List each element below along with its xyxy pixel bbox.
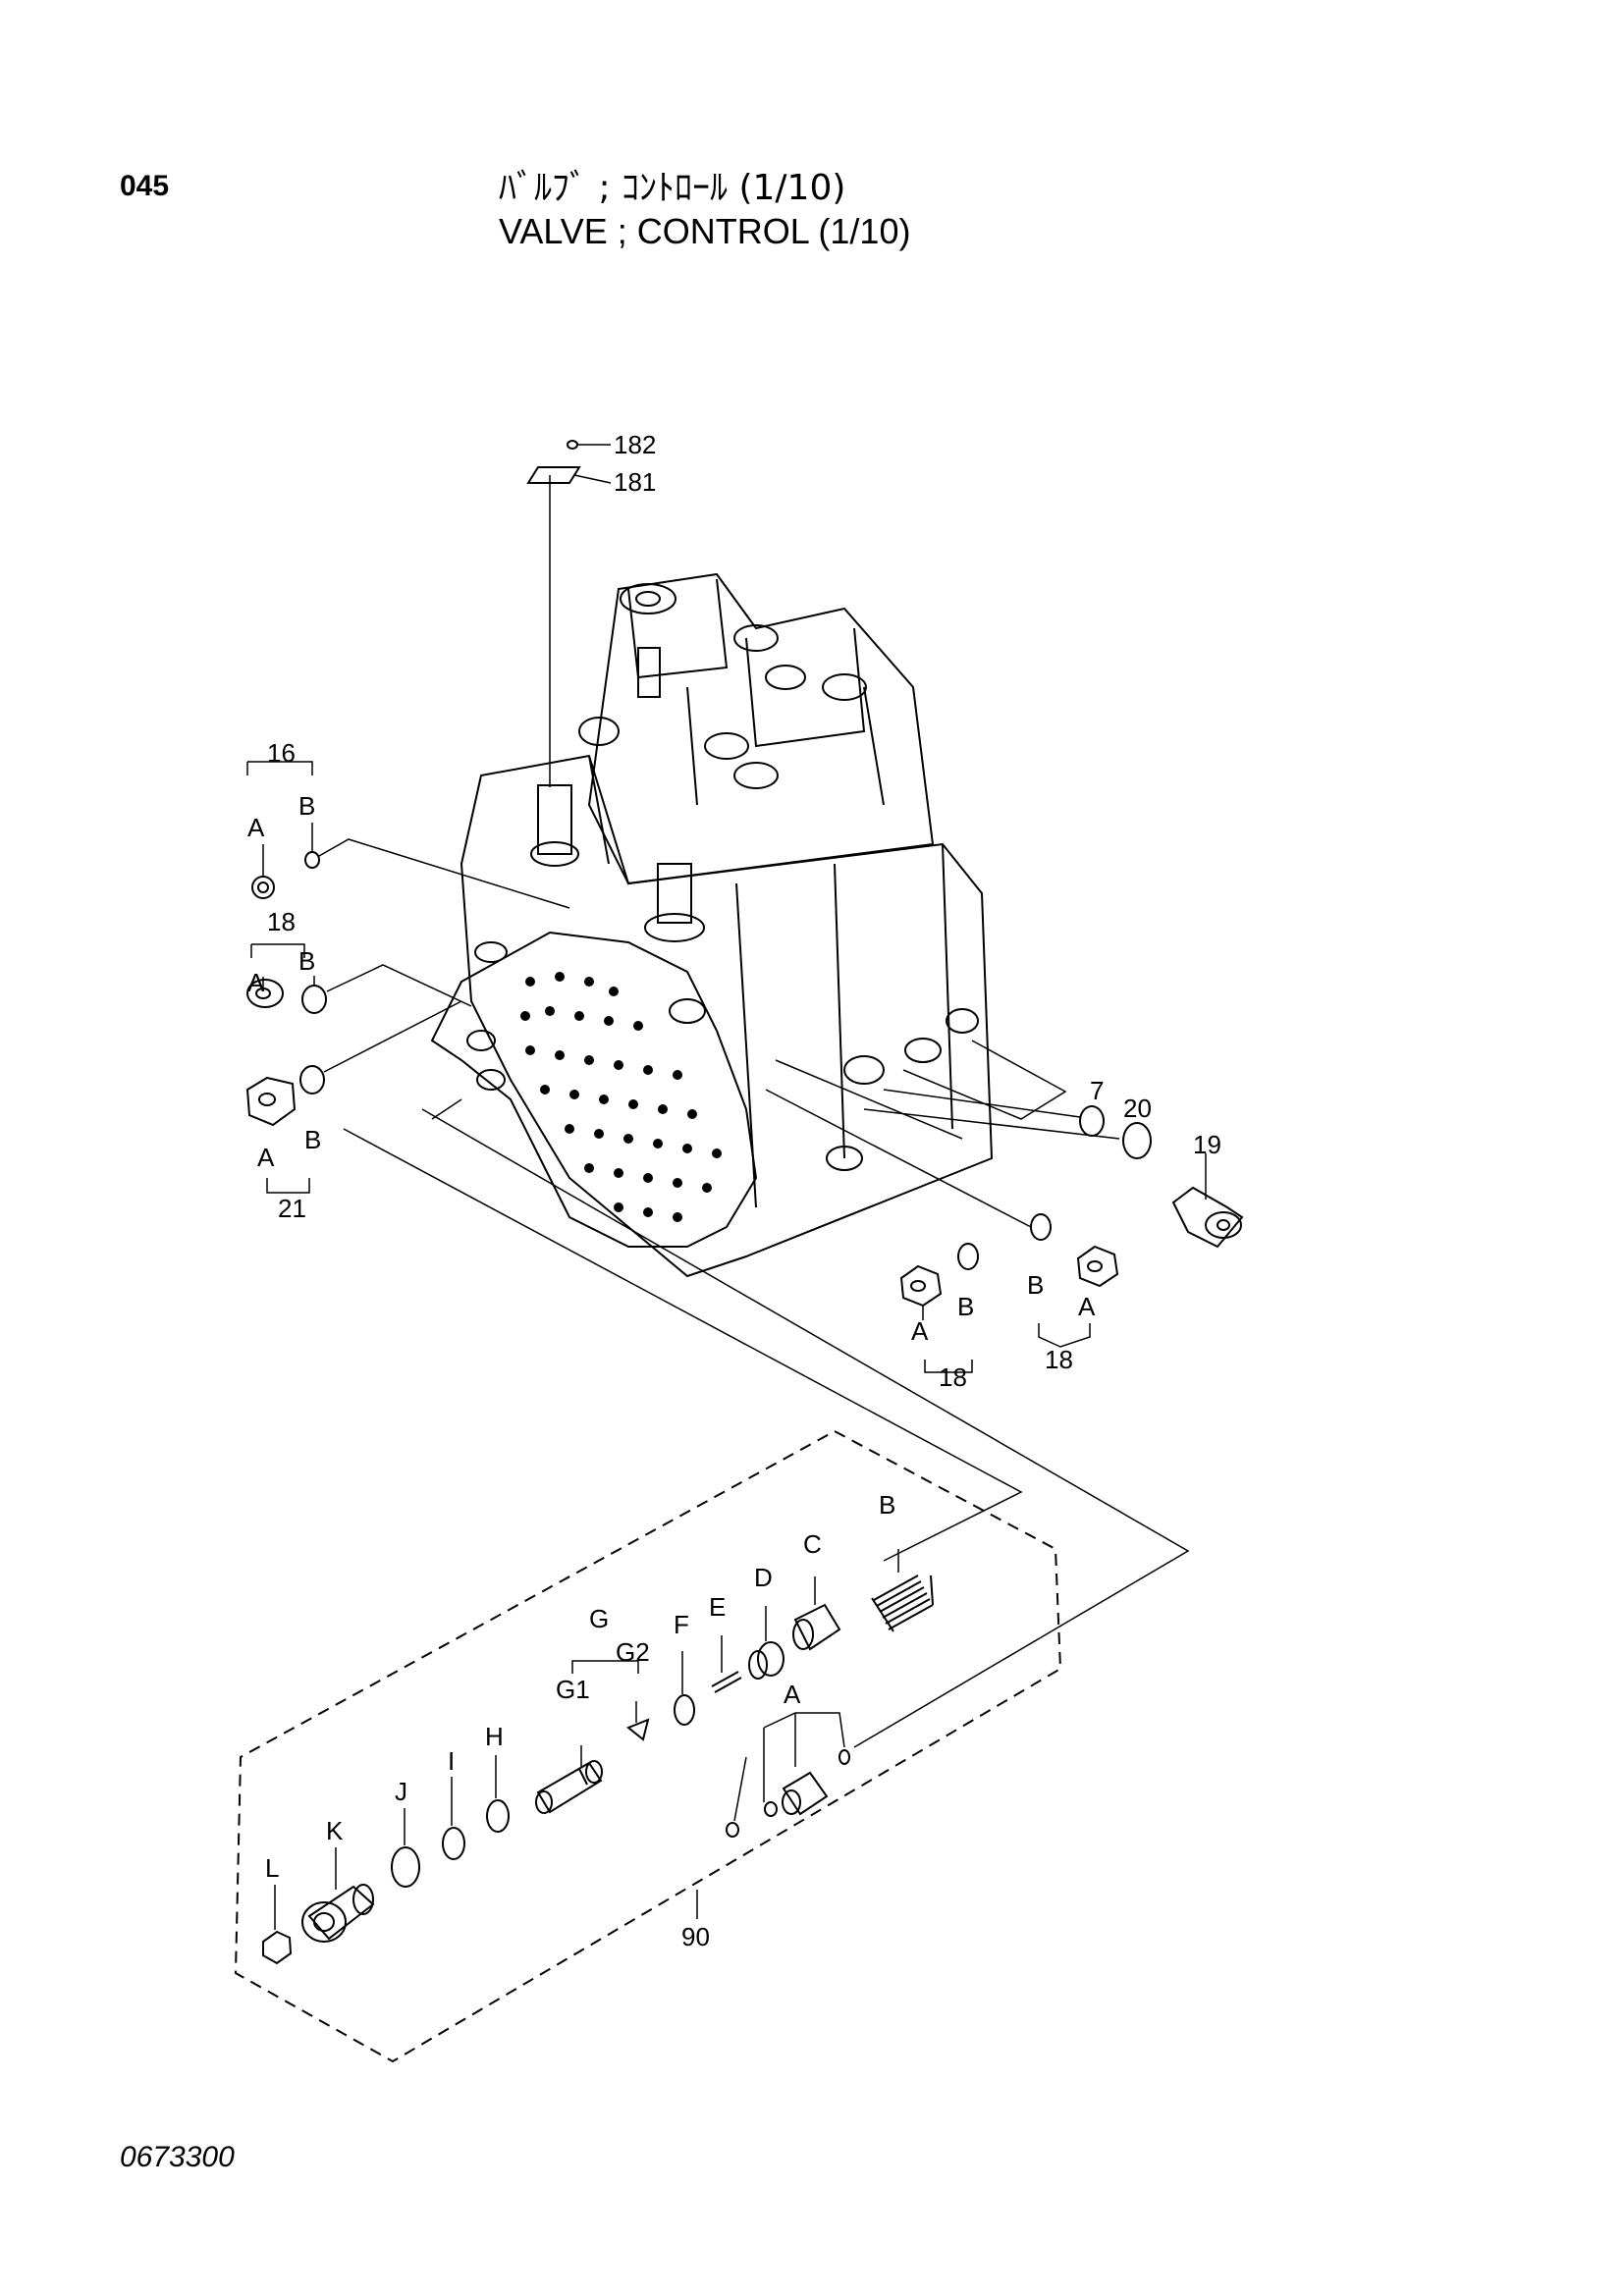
nameplate-181 — [526, 466, 612, 787]
label-b-16: B — [298, 791, 315, 821]
part-c — [792, 1576, 841, 1651]
part-a-group — [726, 1712, 850, 1838]
label-f: F — [674, 1610, 689, 1639]
callout-90: 90 — [681, 1922, 710, 1951]
plug-19 — [1171, 1153, 1244, 1249]
drawing-number: 0673300 — [120, 2141, 235, 2173]
label-a-18-mid: A — [911, 1316, 929, 1346]
label-g1: G1 — [556, 1675, 590, 1704]
label-g2: G2 — [616, 1637, 650, 1667]
flange-bolt-holes — [520, 972, 722, 1222]
part-h-o-ring — [486, 1755, 510, 1833]
label-c: C — [803, 1529, 822, 1559]
callout-16: 16 — [267, 738, 296, 768]
part-g2 — [626, 1718, 650, 1741]
plug-group-18-left — [246, 943, 472, 1014]
label-a-18-right: A — [1078, 1292, 1096, 1321]
label-b-18-mid: B — [957, 1292, 974, 1321]
part-g1-spool — [535, 1760, 603, 1814]
plug-group-21 — [245, 1000, 462, 1194]
label-j: J — [395, 1777, 407, 1806]
callout-18-left: 18 — [267, 907, 296, 936]
title-japanese: ﾊﾞﾙﾌﾞ ; ｺﾝﾄﾛｰﾙ (1/10) — [499, 168, 846, 208]
part-k-plug — [301, 1847, 375, 1943]
label-a-21: A — [257, 1143, 275, 1172]
flange-plate — [430, 931, 758, 1248]
label-i: I — [448, 1746, 455, 1776]
callout-21: 21 — [278, 1194, 306, 1223]
label-b-18-left: B — [298, 946, 315, 976]
label-k: K — [326, 1816, 344, 1845]
callout-182: 182 — [614, 430, 656, 459]
part-f-o-ring — [674, 1651, 695, 1726]
leader-lines-right — [765, 1040, 1120, 1228]
part-l-nut — [262, 1885, 293, 1965]
part-e-pin — [711, 1635, 742, 1693]
label-e: E — [709, 1592, 726, 1622]
label-d: D — [754, 1563, 773, 1592]
label-h: H — [485, 1722, 504, 1751]
callout-19: 19 — [1193, 1130, 1221, 1159]
part-b-spring — [871, 1549, 934, 1632]
part-d — [748, 1606, 784, 1680]
title-english: VALVE ; CONTROL (1/10) — [499, 211, 911, 251]
callout-7: 7 — [1090, 1076, 1104, 1105]
plug-group-18-mid — [899, 1243, 979, 1373]
callout-18-mid: 18 — [939, 1362, 967, 1392]
page-code: 045 — [120, 170, 170, 202]
plug-group-16 — [246, 761, 570, 909]
plug-group-18-right — [1030, 1213, 1119, 1348]
o-ring-7 — [1079, 1105, 1105, 1137]
callout-18-right: 18 — [1045, 1345, 1073, 1374]
label-b-18-right: B — [1027, 1270, 1044, 1300]
o-ring-20 — [1122, 1122, 1152, 1159]
label-a-18-left: A — [247, 968, 265, 997]
part-j-o-ring — [391, 1808, 420, 1888]
label-b-21: B — [304, 1125, 321, 1154]
callout-181: 181 — [614, 467, 656, 497]
leader-lines-assembly — [343, 1098, 1190, 1748]
label-a-16: A — [247, 813, 265, 842]
label-a-assembly: A — [784, 1680, 801, 1709]
part-i-o-ring — [442, 1777, 465, 1860]
label-l: L — [265, 1853, 279, 1883]
part-g-bracket — [571, 1660, 639, 1767]
assembly-90-boundary — [234, 1429, 1062, 2063]
control-valve-body — [460, 572, 994, 1278]
rivet-182 — [567, 440, 611, 450]
callout-20: 20 — [1123, 1094, 1152, 1123]
label-g: G — [589, 1604, 609, 1633]
label-b-assembly: B — [879, 1490, 895, 1520]
